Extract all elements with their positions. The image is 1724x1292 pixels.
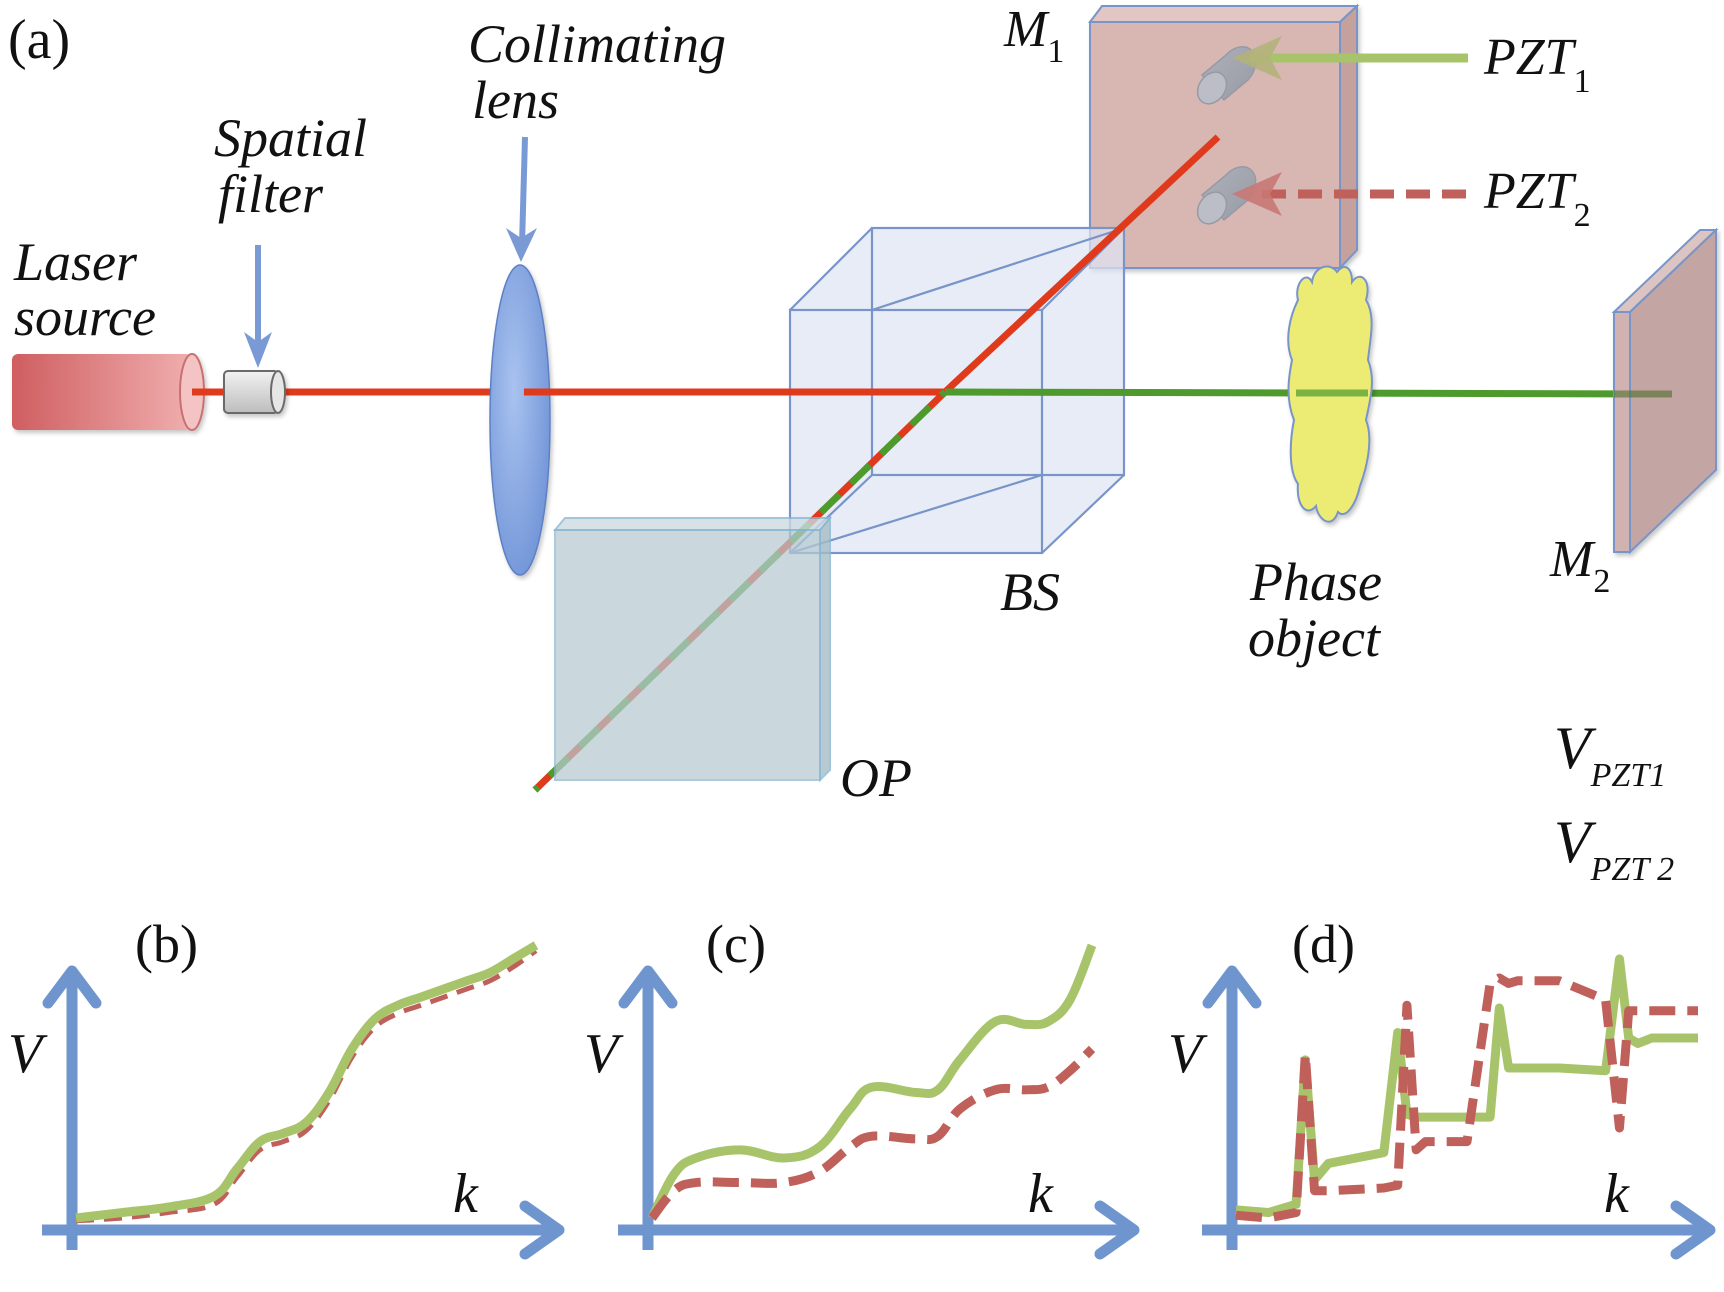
phase-object-label-line1: Phase bbox=[1249, 552, 1382, 612]
panel-a-tag: (a) bbox=[8, 9, 70, 71]
spatial-filter bbox=[223, 370, 286, 414]
series-line-v-pzt2 bbox=[1235, 973, 1698, 1223]
legend-label-vpzt2: VPZT 2 bbox=[1554, 809, 1674, 888]
collimating-lens-label-line1: Collimating bbox=[468, 14, 726, 74]
beam-bs-to-m1 bbox=[942, 134, 1221, 395]
plot-title: (d) bbox=[1292, 914, 1355, 974]
plots-b-c-d: (b) Vk (c) Vk (d) Vk bbox=[8, 914, 1716, 1260]
mirror-m2 bbox=[1611, 227, 1719, 555]
plot-panel-c: (c) Vk bbox=[584, 914, 1140, 1260]
y-axis-arrowhead bbox=[618, 965, 678, 1009]
pzt2-pointer-dashed bbox=[1232, 172, 1468, 216]
panel-a: (a) Laser source Spatial filter Collimat… bbox=[8, 1, 1719, 888]
plot-title: (c) bbox=[706, 914, 766, 974]
m2-label: M2 bbox=[1549, 531, 1610, 600]
y-axis-label: V bbox=[8, 1023, 48, 1085]
y-axis-arrowhead bbox=[42, 965, 102, 1009]
op-label: OP bbox=[840, 748, 912, 808]
laser-label-line1: Laser bbox=[13, 232, 138, 292]
laser-source bbox=[12, 353, 205, 431]
observation-plane-op bbox=[552, 515, 833, 783]
series-line-v-pzt1 bbox=[75, 941, 539, 1223]
legend-label-vpzt1: VPZT1 bbox=[1554, 715, 1666, 794]
phase-object-label-line2: object bbox=[1248, 608, 1382, 668]
plot-title: (b) bbox=[135, 914, 198, 974]
spatial-filter-label-line1: Spatial bbox=[214, 108, 367, 168]
laser-label-line2: source bbox=[14, 287, 156, 347]
series-line-v-pzt2 bbox=[648, 1045, 1096, 1221]
x-axis-label: k bbox=[1604, 1163, 1630, 1225]
bs-label: BS bbox=[1000, 562, 1060, 622]
y-axis-label: V bbox=[1168, 1023, 1208, 1085]
x-axis-arrowhead bbox=[1670, 1200, 1716, 1260]
axes bbox=[618, 965, 1140, 1260]
x-axis-label: k bbox=[453, 1163, 479, 1225]
pzt1-pointer-solid bbox=[1232, 36, 1468, 80]
x-axis-label: k bbox=[1028, 1163, 1054, 1225]
x-axis-arrowhead bbox=[519, 1200, 565, 1260]
plot-panel-d: (d) Vk bbox=[1168, 914, 1716, 1260]
pzt2-label: PZT2 bbox=[1483, 163, 1591, 234]
y-axis-label: V bbox=[584, 1023, 624, 1085]
spatial-filter-label-line2: filter bbox=[218, 164, 324, 224]
plot-panel-b: (b) Vk bbox=[8, 914, 565, 1260]
legend: VPZT1 VPZT 2 bbox=[1416, 715, 1674, 888]
x-axis-arrowhead bbox=[1094, 1200, 1140, 1260]
axes bbox=[1202, 965, 1716, 1260]
series-line-v-pzt1 bbox=[647, 943, 1097, 1221]
mirror-m1 bbox=[1088, 3, 1360, 271]
pzt1-label: PZT1 bbox=[1483, 29, 1591, 100]
pointer-arrow-collimating-lens bbox=[506, 136, 537, 262]
legend-item-vpzt1: VPZT1 bbox=[1416, 715, 1666, 794]
m1-label: M1 bbox=[1003, 1, 1064, 70]
axes bbox=[42, 965, 565, 1260]
pzt2-actuator bbox=[1196, 166, 1257, 225]
y-axis-arrowhead bbox=[1202, 965, 1262, 1009]
collimating-lens bbox=[489, 264, 551, 576]
pointer-arrow-spatial-filter bbox=[244, 245, 272, 368]
collimating-lens-label-line2: lens bbox=[472, 70, 559, 130]
legend-item-vpzt2: VPZT 2 bbox=[1416, 809, 1674, 888]
